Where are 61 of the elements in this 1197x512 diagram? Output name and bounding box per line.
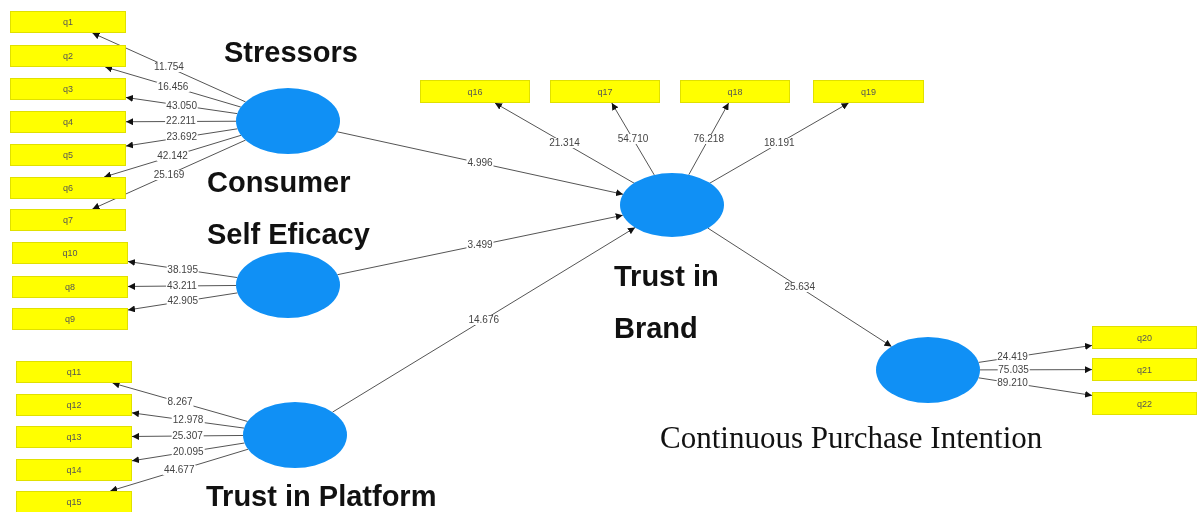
indicator-box: q2: [10, 45, 126, 67]
indicator-box: q22: [1092, 392, 1197, 415]
edge-label: 54.710: [616, 133, 650, 144]
edge-label: 76.218: [692, 133, 725, 144]
arrow: [332, 227, 636, 413]
edge-label: 11.754: [153, 62, 185, 73]
edge-label: 25.634: [783, 282, 816, 293]
edge-label: 44.677: [162, 465, 196, 476]
indicator-box: q10: [12, 242, 128, 264]
arrow: [707, 227, 892, 347]
indicator-box: q6: [10, 177, 126, 199]
arrow: [611, 102, 655, 176]
indicator-box: q5: [10, 144, 126, 166]
edge-label: 24.419: [996, 352, 1029, 363]
construct-label: Consumer Self Eficacy: [207, 165, 371, 252]
edge-label: 18.191: [762, 138, 796, 149]
arrow: [688, 102, 730, 176]
indicator-box: q11: [16, 361, 132, 383]
construct-label: Trust in Platform: [206, 479, 438, 512]
indicator-box: q7: [10, 209, 126, 231]
indicator-box: q15: [16, 491, 132, 512]
indicator-box: q18: [680, 80, 790, 103]
indicator-box: q9: [12, 308, 128, 330]
arrow: [494, 102, 635, 184]
edge-label: 23.692: [165, 132, 199, 143]
indicator-box: q8: [12, 276, 128, 298]
edge-label: 25.307: [171, 430, 204, 441]
construct-label: Trust in Brand: [614, 259, 720, 346]
indicator-box: q1: [10, 11, 126, 33]
construct-label: Continuous Purchase Intention: [660, 419, 1044, 457]
indicator-box: q16: [420, 80, 530, 103]
indicator-box: q13: [16, 426, 132, 448]
arrow: [336, 131, 624, 197]
edge-label: 16.456: [156, 82, 190, 93]
edge-label: 20.095: [171, 446, 205, 457]
indicator-box: q4: [10, 111, 126, 133]
arrow: [336, 213, 624, 276]
edge-label: 21.314: [548, 138, 581, 149]
edge-label: 43.211: [166, 280, 198, 291]
edge-label: 38.195: [166, 264, 199, 275]
edge-label: 25.169: [152, 169, 186, 180]
edge-label: 8.267: [166, 397, 194, 408]
arrow: [709, 102, 850, 184]
indicator-box: q21: [1092, 358, 1197, 381]
indicator-box: q3: [10, 78, 126, 100]
edge-label: 12.978: [171, 415, 205, 426]
edge-label: 42.905: [166, 296, 200, 307]
edge-label: 3.499: [466, 239, 494, 250]
indicator-box: q14: [16, 459, 132, 481]
edge-label: 4.996: [466, 158, 494, 168]
edge-label: 22.211: [165, 116, 197, 127]
indicator-box: q17: [550, 80, 660, 103]
edge-label: 75.035: [997, 364, 1030, 375]
edge-label: 42.142: [156, 151, 189, 162]
indicator-box: q12: [16, 394, 132, 416]
edge-label: 89.210: [996, 378, 1029, 389]
indicator-box: q19: [813, 80, 924, 103]
edge-label: 43.050: [165, 100, 198, 111]
edge-label: 14.676: [467, 314, 501, 325]
indicator-box: q20: [1092, 326, 1197, 349]
construct-label: Stressors: [224, 35, 359, 70]
